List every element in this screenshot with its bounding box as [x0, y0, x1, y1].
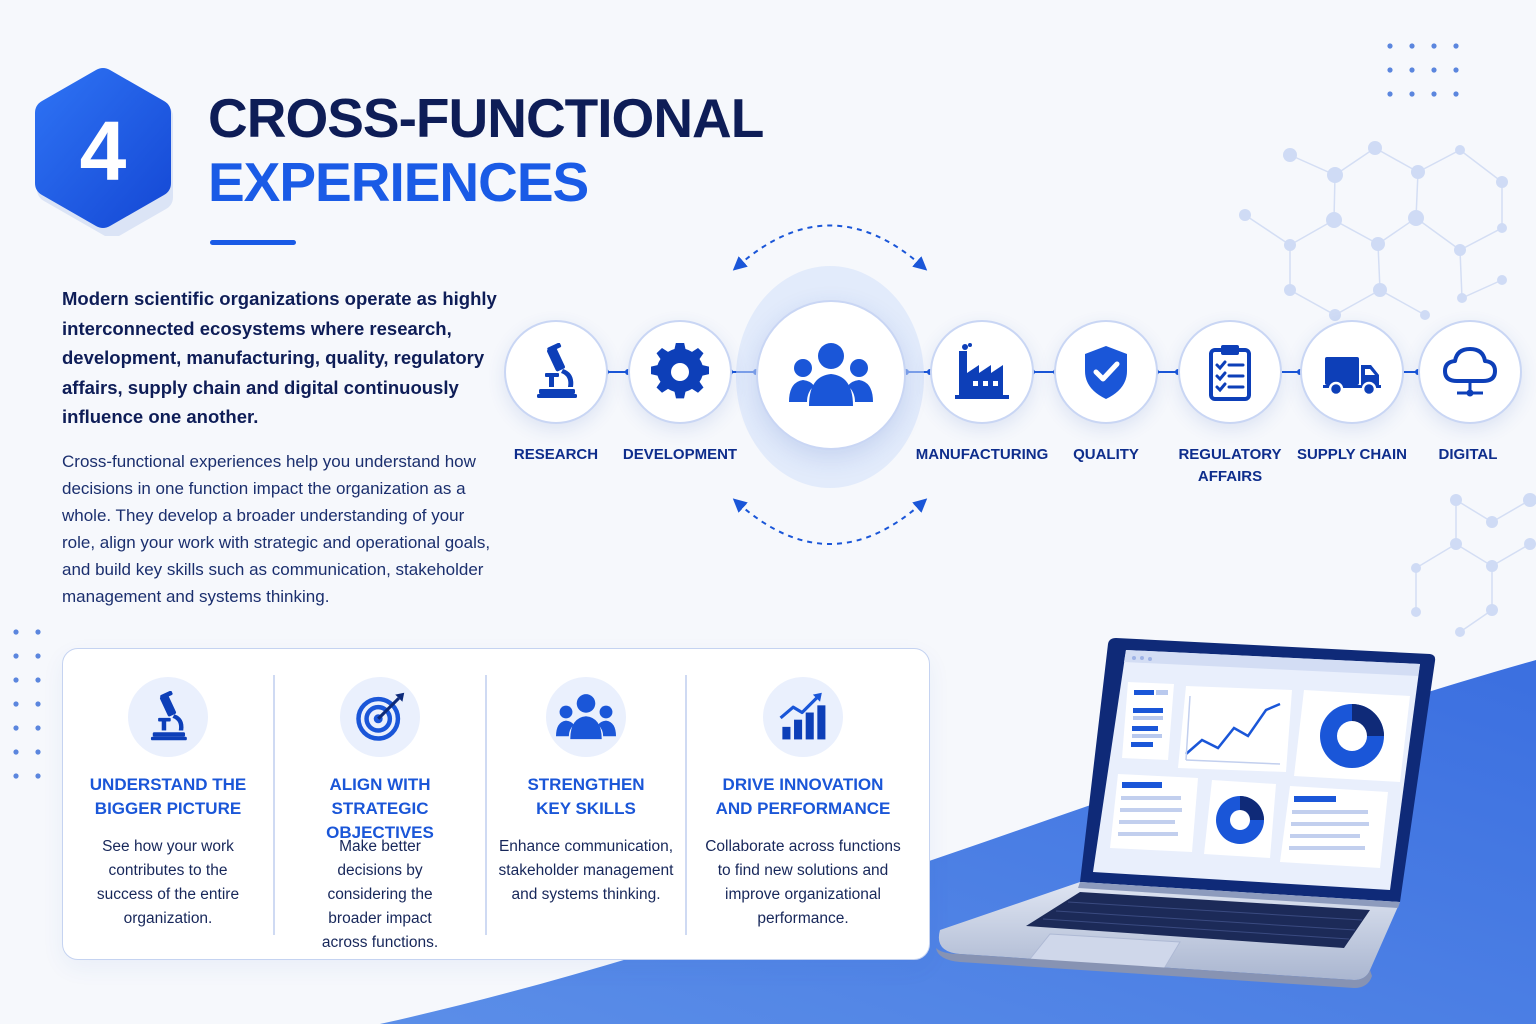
target-icon	[356, 692, 405, 741]
function-circle	[628, 320, 732, 424]
benefit-icon-circle	[340, 677, 420, 757]
function-label: MANUFACTURING	[915, 446, 1049, 463]
truck-icon	[1323, 357, 1381, 397]
function-label: QUALITY	[1073, 446, 1139, 463]
benefit-key-skills: STRENGTHEN KEY SKILLS Enhance communicat…	[487, 649, 685, 961]
dot-grid-decoration-left	[13, 629, 41, 779]
hexagon-shape	[35, 68, 173, 236]
benefit-text: See how your work contributes to the suc…	[96, 838, 240, 927]
benefit-big-picture: UNDERSTAND THE BIGGER PICTURE See how yo…	[63, 649, 273, 961]
microscope-icon	[537, 343, 577, 398]
benefit-title: ALIGN WITH STRATEGIC OBJECTIVES	[326, 775, 434, 842]
function-label: DEVELOPMENT	[622, 446, 738, 463]
benefit-text: Make better decisions by considering the…	[321, 838, 439, 951]
benefit-title: UNDERSTAND THE BIGGER PICTURE	[89, 775, 247, 818]
factory-icon	[955, 343, 1009, 399]
function-label: REGULATORY AFFAIRS	[1178, 446, 1282, 485]
shield-check-icon	[1085, 346, 1127, 399]
function-circle	[1418, 320, 1522, 424]
function-circle	[930, 320, 1034, 424]
function-circle	[1054, 320, 1158, 424]
function-label: SUPPLY CHAIN	[1296, 446, 1408, 463]
benefit-strategic-objectives: ALIGN WITH STRATEGIC OBJECTIVES Make bet…	[275, 649, 485, 961]
dot-grid-decoration	[1387, 43, 1459, 97]
benefit-divider	[485, 675, 487, 935]
benefits-card: UNDERSTAND THE BIGGER PICTURE See how yo…	[62, 648, 930, 960]
benefit-icon-circle	[128, 677, 208, 757]
benefit-icon-circle	[763, 677, 843, 757]
benefit-title: DRIVE INNOVATION AND PERFORMANCE	[715, 775, 891, 818]
growth-chart-icon	[779, 692, 826, 740]
title-underline	[210, 240, 296, 245]
benefit-innovation-performance: DRIVE INNOVATION AND PERFORMANCE Collabo…	[687, 649, 919, 961]
section-number-badge: 4	[30, 66, 176, 236]
team-icon	[789, 343, 873, 406]
gear-icon	[651, 343, 709, 399]
function-label: RESEARCH	[513, 446, 599, 463]
molecule-network-decoration	[1239, 141, 1536, 637]
team-icon	[556, 694, 616, 740]
page-title-line1: CROSS-FUNCTIONAL	[208, 87, 764, 149]
clipboard-icon	[1209, 345, 1251, 401]
cloud-icon	[1443, 347, 1497, 397]
intro-body-paragraph: Cross-functional experiences help you un…	[62, 452, 491, 606]
function-circle	[1300, 320, 1404, 424]
microscope-icon	[150, 691, 187, 741]
benefit-title: STRENGTHEN KEY SKILLS	[527, 775, 645, 818]
benefit-divider	[685, 675, 687, 935]
benefit-text: Enhance communication, stakeholder manag…	[498, 838, 674, 903]
intro-lead-paragraph: Modern scientific organizations operate …	[62, 288, 497, 427]
benefit-text: Collaborate across functions to find new…	[705, 838, 901, 927]
benefit-icon-circle	[546, 677, 626, 757]
page-title-line2: EXPERIENCES	[208, 151, 589, 213]
function-circle	[1178, 320, 1282, 424]
center-hub	[756, 300, 906, 450]
section-number: 4	[79, 103, 127, 198]
laptop-dashboard-illustration	[936, 638, 1436, 988]
benefit-divider	[273, 675, 275, 935]
function-circle	[504, 320, 608, 424]
function-label: DIGITAL	[1438, 446, 1498, 463]
